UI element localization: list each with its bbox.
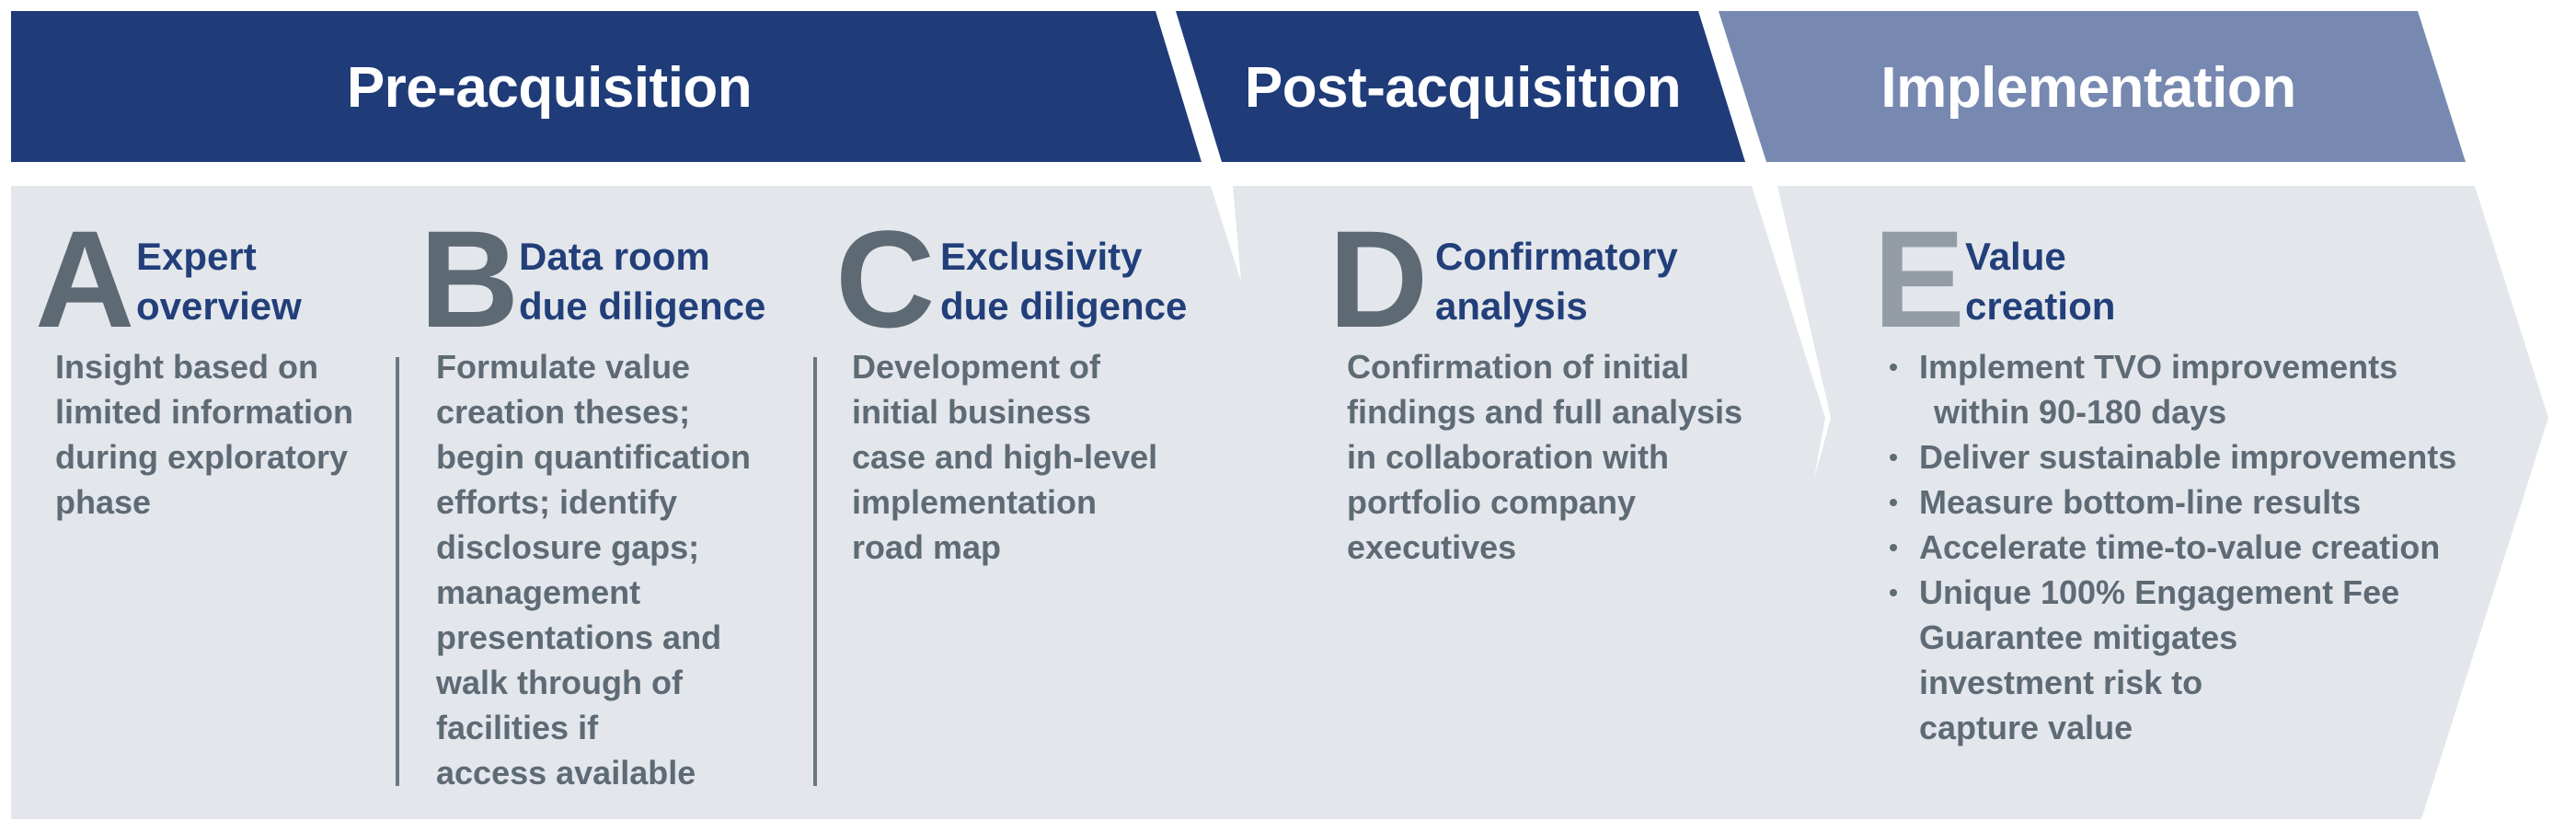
section-letter-a: A bbox=[35, 202, 135, 356]
phase-title-pre-acquisition: Pre-acquisition bbox=[346, 55, 753, 120]
implementation-banner bbox=[1719, 11, 2466, 162]
bullet-dot-icon bbox=[1884, 570, 1919, 750]
post-acquisition-panel bbox=[1178, 186, 1825, 819]
section-letter-c: C bbox=[835, 202, 936, 356]
section-letter-d: D bbox=[1328, 202, 1429, 356]
bullet-dot-icon bbox=[1884, 525, 1919, 570]
implementation-panel bbox=[1720, 186, 2548, 819]
divider-a-b bbox=[396, 357, 399, 786]
bullet-item: Deliver sustainable improvements bbox=[1884, 434, 2456, 480]
divider-b-c bbox=[813, 357, 817, 786]
bullet-dot-icon bbox=[1884, 434, 1919, 480]
pre-acquisition-panel bbox=[11, 186, 1284, 819]
phase-title-post-acquisition: Post-acquisition bbox=[1244, 55, 1682, 120]
section-letter-e: E bbox=[1873, 202, 1966, 356]
post-acquisition-banner bbox=[1176, 11, 1745, 162]
section-letter-b: B bbox=[420, 202, 520, 356]
bullet-dot-icon bbox=[1884, 480, 1919, 525]
bullet-item: Accelerate time-to-value creation bbox=[1884, 525, 2456, 570]
bullet-dot-icon bbox=[1884, 344, 1919, 434]
pre-acquisition-banner bbox=[11, 11, 1202, 162]
phase-title-implementation: Implementation bbox=[1880, 55, 2296, 120]
bullet-item: Measure bottom-line results bbox=[1884, 480, 2456, 525]
